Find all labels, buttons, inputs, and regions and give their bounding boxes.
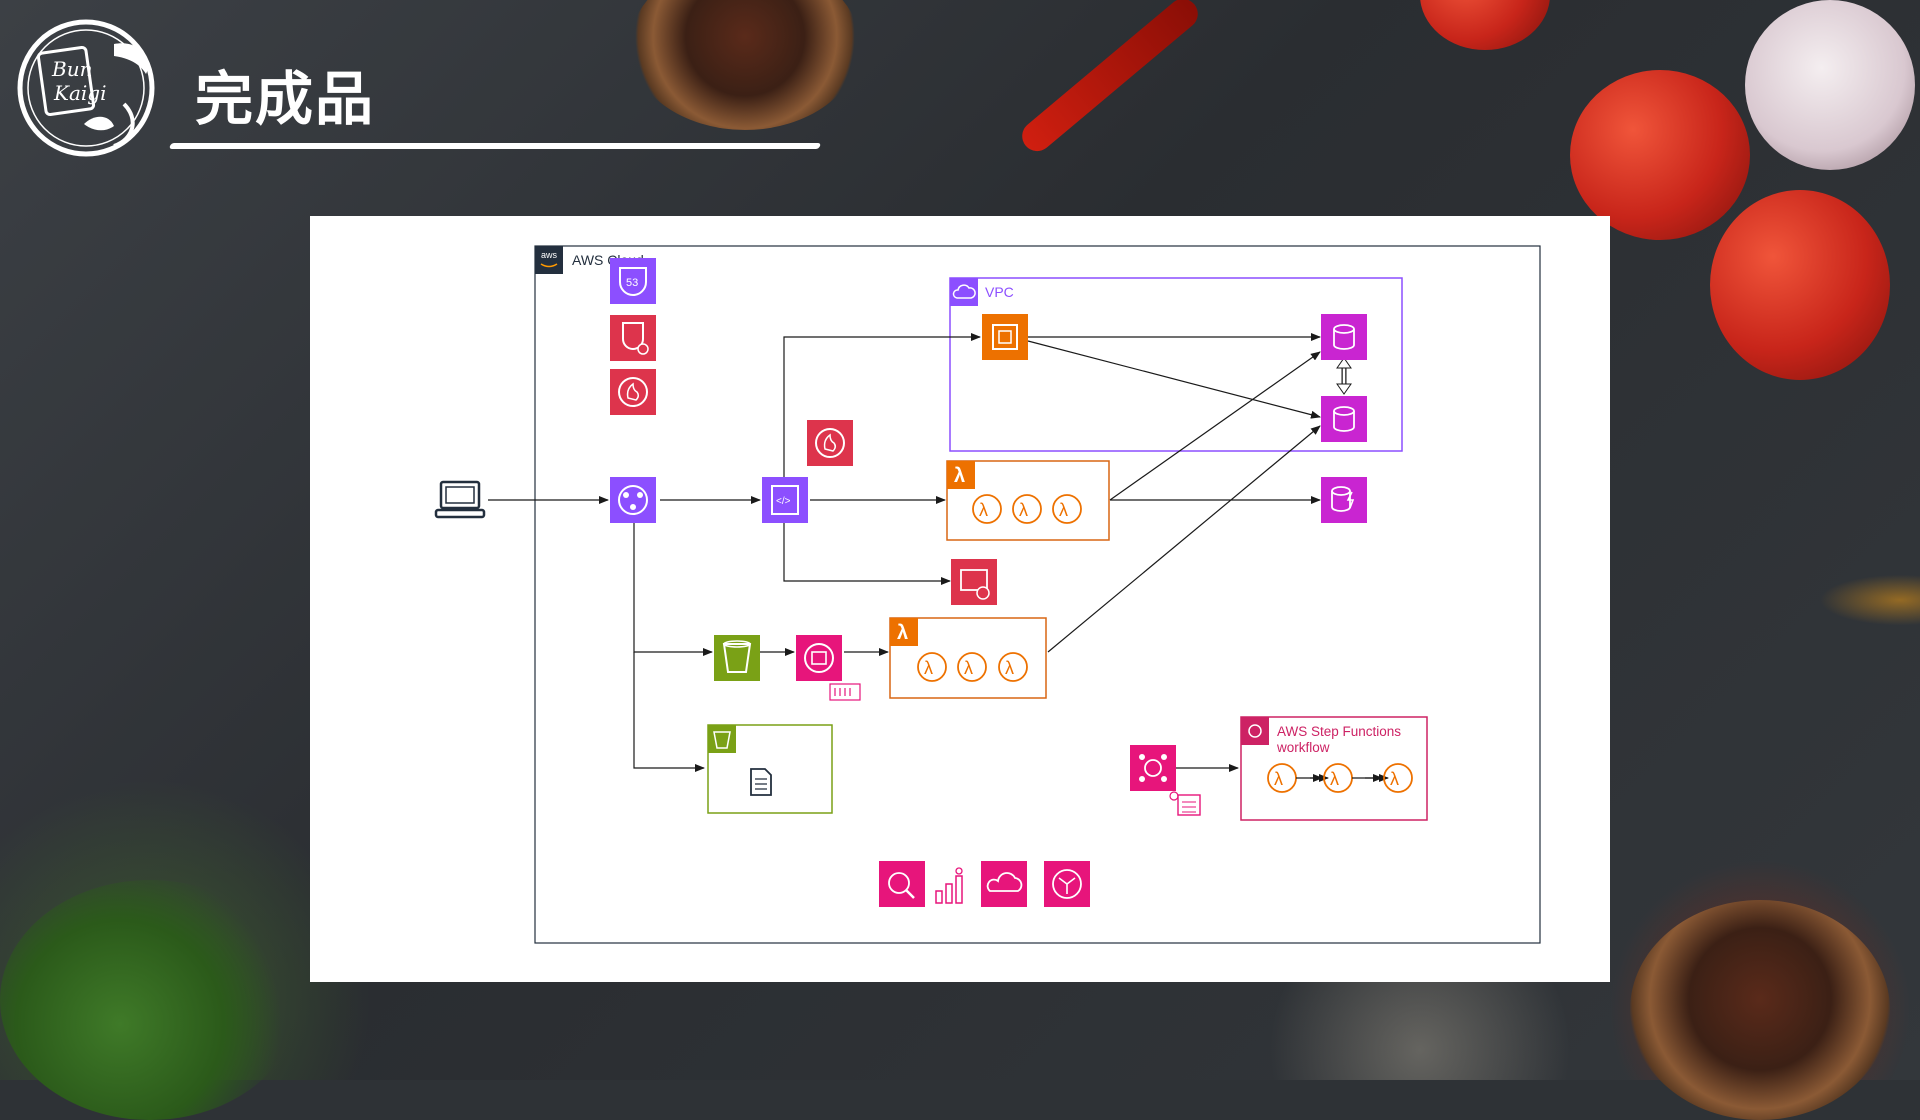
lambda-function-icons: λ λ λ [917,652,1028,682]
logo-text-line2: Kaigi [53,81,106,105]
architecture-diagram-panel: aws AWS Cloud VPC λ λ AWS Step Functions… [310,216,1610,982]
aurora-writer-icon [1321,314,1367,360]
api-gateway-icon: </> [762,477,808,523]
tomato-decoration [1570,70,1750,240]
lambda-icon: λ [897,622,908,644]
svg-text:λ: λ [979,500,988,520]
cloudfront-icon [610,477,656,523]
garlic-decoration [1745,0,1915,170]
cognito-icon [951,559,997,605]
vpc-label: VPC [985,284,1014,300]
architecture-diagram: aws AWS Cloud VPC λ λ AWS Step Functions… [434,245,1541,944]
connector-cloudfront-s3 [633,521,713,656]
svg-text:λ: λ [924,658,933,678]
connector-cloudfront-s3-bucket [633,652,705,772]
connector-ec2-aurora-reader [1027,340,1321,419]
svg-text:λ: λ [1005,658,1014,678]
shield-icon [610,315,656,361]
connector-apigw-ec2 [783,333,981,479]
page-title: 完成品 [195,65,376,133]
svg-text:</>: </> [776,496,791,507]
connector-lambda2-aurora-reader [1047,425,1321,653]
waf-api-icon [807,420,853,466]
aurora-reader-icon [1321,396,1367,442]
dynamodb-icon [1321,477,1367,523]
metrics-icon [935,867,963,904]
vpc-group: VPC [949,277,1403,452]
title-underline [168,143,822,149]
aws-logo-icon: aws [541,250,558,260]
document-icon [750,768,772,796]
scheduler-icon [1169,791,1201,816]
tomato-decoration [1710,190,1890,380]
s3-bucket-icon [714,635,760,681]
step-lambda-icons: λ λ λ [1267,763,1413,793]
lambda-icon: λ [954,465,965,487]
waf-icon [610,369,656,415]
step-functions-label-line2: workflow [1276,740,1330,755]
spice-bowl-decoration [1630,900,1890,1120]
client-laptop-icon [434,480,486,519]
herb-decoration [0,880,300,1120]
svg-text:λ: λ [1330,769,1339,789]
svg-text:λ: λ [964,658,973,678]
connector-apigw-cognito [783,521,951,585]
lambda-function-icons: λ λ λ [972,494,1082,524]
s3-bucket-group [707,724,833,814]
eventbridge-icon [1130,745,1176,791]
svg-text:λ: λ [1019,500,1028,520]
svg-text:λ: λ [1059,500,1068,520]
sqs-icon [796,635,861,701]
cloudformation-icon [981,861,1027,907]
ec2-icon [982,314,1028,360]
step-functions-label-line1: AWS Step Functions [1277,724,1401,739]
logo-text-line1: Bun [51,57,92,81]
cloudwatch-icon [879,861,925,907]
aws-cloud-group: aws AWS Cloud [534,245,1541,944]
svg-text:λ: λ [1390,769,1399,789]
step-functions-group: AWS Step Functions workflow [1240,716,1428,821]
svg-text:λ: λ [1274,769,1283,789]
xray-icon [1044,861,1090,907]
replication-arrow [1336,357,1352,395]
peppercorn-bowl-decoration [630,0,860,130]
lambda-group-queue: λ [889,617,1047,699]
bunkaigi-logo: Bun Kaigi [17,19,155,157]
lambda-group-api: λ [946,460,1110,541]
route53-icon: 53 [610,258,656,304]
svg-text:53: 53 [626,277,638,289]
connector-lambda-aurora-writer [1109,351,1321,501]
